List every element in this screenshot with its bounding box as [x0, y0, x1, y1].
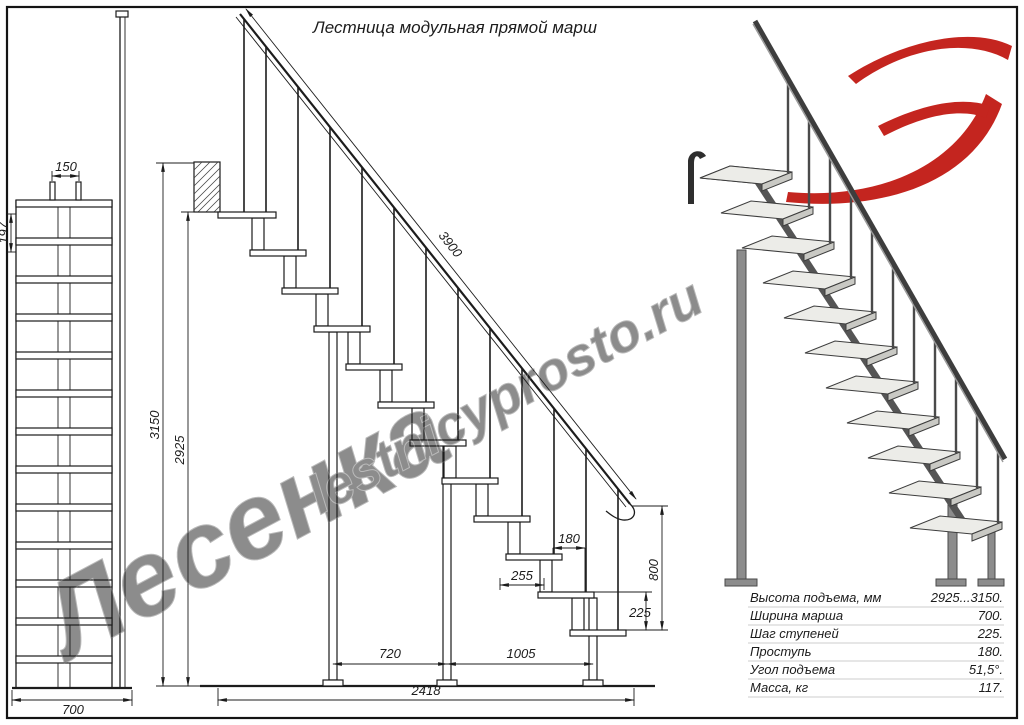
spec-value: 225. [977, 626, 1003, 641]
dim-150-label: 150 [55, 159, 77, 174]
front-rail-cap [115, 10, 129, 18]
dim-225: 225 [594, 591, 668, 631]
dim-800-label: 800 [646, 558, 661, 580]
page-title: Лестница модульная прямой марш [312, 18, 597, 37]
dim-3150-label: 3150 [147, 410, 162, 440]
iso-posts [724, 249, 1005, 587]
dim-180: 180 [552, 531, 586, 592]
spec-label: Шаг ступеней [750, 626, 839, 641]
front-top-post-right [75, 181, 82, 201]
spec-value: 117. [979, 680, 1003, 695]
front-steps [15, 199, 113, 664]
dim-720: 720 [332, 646, 448, 666]
front-view: 150 197 700 [0, 10, 133, 717]
wall-hook-bracket [688, 151, 706, 204]
side-view: 3900 3150 2925 180 255 [147, 8, 668, 706]
dim-2925: 2925 [172, 211, 218, 687]
spec-table: Высота подъема, мм 2925...3150. Ширина м… [748, 590, 1004, 698]
spec-value: 51,5°. [969, 662, 1003, 677]
dim-225-label: 225 [628, 605, 651, 620]
spec-label: Угол подъема [749, 662, 835, 677]
dim-800: 800 [632, 505, 668, 631]
dim-front-150: 150 [51, 159, 80, 181]
spec-label: Ширина марша [750, 608, 843, 623]
dim-700-label: 700 [62, 702, 84, 717]
dim-180-label: 180 [558, 531, 580, 546]
spec-value: 700. [978, 608, 1003, 623]
spec-label: Проступь [750, 644, 812, 659]
brand-logo-swoosh [786, 36, 1012, 204]
handrail-end-curl [605, 503, 636, 521]
iso-handrail [752, 19, 1008, 461]
wall-slab [193, 161, 221, 213]
dim-1005-label: 1005 [507, 646, 537, 661]
dim-720-label: 720 [379, 646, 401, 661]
dim-front-197: 197 [0, 213, 16, 253]
spec-label: Высота подъема, мм [750, 590, 881, 605]
dim-2418-label: 2418 [411, 683, 442, 698]
dim-3150: 3150 [147, 162, 200, 687]
iso-view [688, 19, 1012, 587]
dim-255-label: 255 [510, 568, 533, 583]
dim-197-label: 197 [0, 221, 11, 243]
iso-balusters [786, 79, 1000, 523]
iso-handrail-edge [752, 23, 1004, 463]
front-top-post-left [49, 181, 56, 201]
spec-value: 180. [978, 644, 1003, 659]
dim-2418: 2418 [217, 683, 635, 706]
dim-255: 255 [499, 568, 545, 590]
spec-value: 2925...3150. [930, 590, 1003, 605]
dim-front-700: 700 [11, 690, 133, 717]
dim-2925-label: 2925 [172, 435, 187, 466]
iso-treads [699, 165, 1003, 542]
spec-label: Масса, кг [750, 680, 809, 695]
dim-1005: 1005 [446, 646, 594, 666]
